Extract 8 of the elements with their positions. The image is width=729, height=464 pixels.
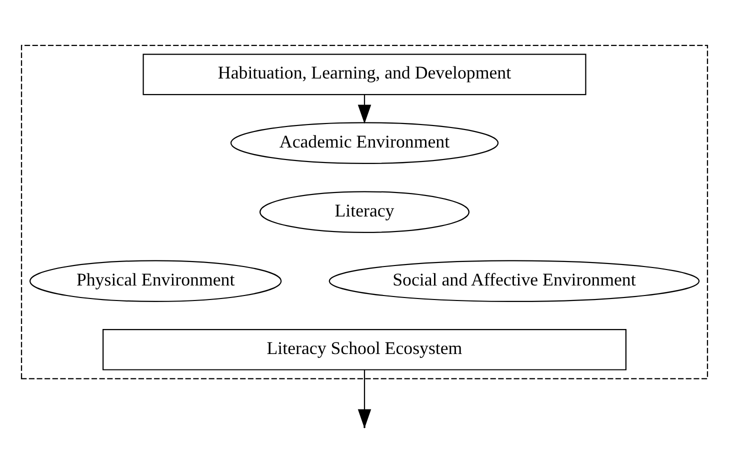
cluster (20, 44, 708, 380)
node-box: Literacy School Ecosystem (102, 328, 626, 370)
arrow (358, 94, 372, 124)
node-ellipse: Academic Environment (230, 122, 499, 164)
node-ellipse: Literacy (259, 191, 470, 234)
node-ellipse: Social and Affective Environment (328, 260, 700, 302)
node-box: Habituation, Learning, and Development (142, 54, 586, 96)
node-ellipse: Physical Environment (30, 260, 282, 302)
